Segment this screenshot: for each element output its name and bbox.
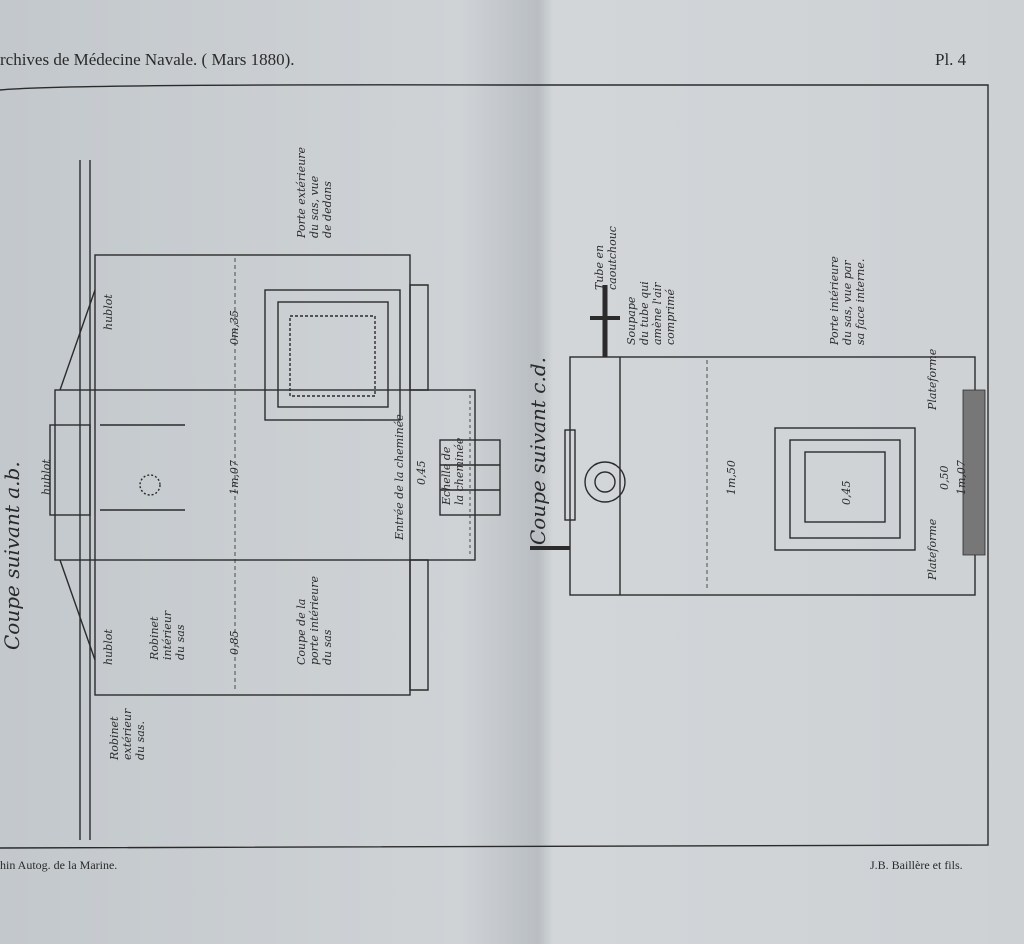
dim-mid: 1m,07 <box>228 460 241 495</box>
dim-entree: 0,45 <box>415 460 428 486</box>
dim-height: 1m,50 <box>725 460 738 495</box>
dim-top: 0m,35 <box>228 310 241 345</box>
label-hublot-bottom: hublot <box>102 629 115 665</box>
section-title-ab: Coupe suivant a.b. <box>0 461 24 650</box>
plate-number: Pl. 4 <box>935 50 967 69</box>
label-hublot-mid: hublot <box>40 459 53 495</box>
dim-plat2: 1m,07 <box>955 460 968 495</box>
label-entree-cheminee: Entrée de la cheminée <box>393 414 406 540</box>
section-title-cd: Coupe suivant c.d. <box>526 357 550 545</box>
lithographer-credit: hin Autog. de la Marine. <box>0 858 118 872</box>
publisher-credit: J.B. Baillère et fils. <box>870 858 963 872</box>
dim-door: 0,45 <box>840 480 853 506</box>
sas-outline-left <box>94 254 411 696</box>
label-plateforme-top: Plateforme <box>926 348 939 410</box>
sas-outline-right <box>569 356 976 596</box>
journal-title: rchives de Médecine Navale. ( Mars 1880)… <box>0 50 295 69</box>
porte-exterieure-drawing <box>264 289 401 421</box>
plate-frame <box>0 84 989 849</box>
dim-plat: 0,50 <box>938 465 951 491</box>
label-hublot-top: hublot <box>102 294 115 330</box>
label-plateforme-bottom: Plateforme <box>926 518 939 580</box>
dim-bottom: 0,85 <box>228 630 241 656</box>
porte-interieure-drawing <box>774 427 916 551</box>
